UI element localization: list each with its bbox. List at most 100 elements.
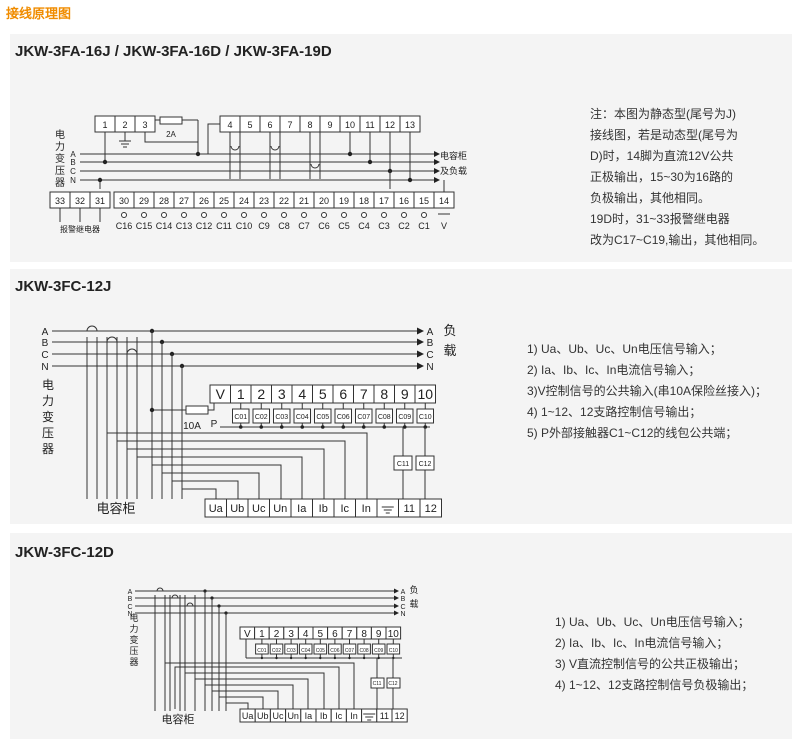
terminal-label: 9	[401, 386, 409, 402]
terminal-ring	[161, 212, 167, 218]
note-line: 负极输出，其他相同。	[590, 191, 711, 205]
arrow-icon	[417, 362, 424, 370]
arrow-icon	[394, 588, 399, 594]
terminal-label: Ib	[320, 711, 328, 721]
terminal-label: 28	[159, 196, 169, 206]
capacitor-label: C14	[156, 221, 173, 231]
arrow-icon	[434, 159, 440, 165]
junction-dot	[300, 425, 305, 429]
coil-label: C01	[257, 648, 266, 654]
notes-3fa: 注：本图为静态型(尾号为J) 接线图，若是动态型(尾号为 D)时，14脚为直流1…	[590, 104, 764, 251]
terminal-label: Ia	[297, 503, 307, 515]
wire	[136, 456, 303, 499]
wire	[211, 690, 279, 709]
load-label: 载	[409, 598, 418, 609]
load-label: 及负载	[440, 165, 467, 176]
capacitor-label: C10	[236, 221, 253, 231]
source-label: 电	[42, 378, 54, 392]
phase-label: N	[127, 611, 132, 618]
capacitor-label: C5	[338, 221, 350, 231]
junction-dot	[341, 425, 346, 429]
wire	[164, 662, 355, 709]
junction-dot	[97, 177, 103, 183]
terminal-ring	[121, 212, 127, 218]
note-line: 5) P外部接触器C1~C12的线包公共端；	[527, 426, 738, 440]
terminal-label: V	[244, 629, 251, 640]
note-line: 19D时，31~33报警继电器	[590, 212, 730, 226]
terminal-label: 1	[102, 120, 107, 130]
coil-label: C10	[419, 414, 432, 421]
coil-label: C02	[255, 414, 268, 421]
terminal-label: 2	[274, 629, 280, 640]
terminal-label: 26	[199, 196, 209, 206]
terminal-label: 10	[417, 386, 433, 402]
fuse-label: 10A	[183, 421, 201, 432]
terminal-label: Ua	[242, 711, 254, 721]
terminal-label: Ua	[209, 503, 224, 515]
arrow-icon	[394, 603, 399, 609]
terminal-label: 12	[385, 120, 395, 130]
wire	[225, 702, 249, 709]
junction-dot	[382, 425, 387, 429]
terminal-label: 13	[405, 120, 415, 130]
terminal-ring	[201, 212, 207, 218]
source-label: 电	[129, 612, 138, 623]
phase-label: B	[128, 596, 133, 603]
terminal-label: 6	[332, 629, 338, 640]
wire	[194, 678, 309, 709]
arrow-icon	[417, 327, 424, 335]
note-line: 4) 1~12、12支路控制信号输出；	[527, 405, 702, 419]
junction-dot	[367, 159, 373, 165]
wire	[207, 123, 220, 154]
phase-label: N	[400, 611, 405, 618]
terminal-label: 18	[359, 196, 369, 206]
section-title: JKW-3FC-12J	[15, 278, 112, 295]
terminal-label: In	[362, 503, 371, 515]
phase-label: A	[42, 327, 49, 338]
coil-label: C07	[345, 648, 354, 654]
terminal-label: 12	[395, 711, 405, 721]
notes-3fc-12j: 1) Ua、Ub、Uc、Un电压信号输入； 2) Ia、Ib、Ic、In电流信号…	[527, 339, 767, 444]
arrow-icon	[417, 350, 424, 358]
coil-label: C12	[419, 461, 432, 468]
load-label: 负	[409, 584, 418, 595]
junction-dot	[319, 656, 322, 660]
terminal-label: Ib	[319, 503, 328, 515]
terminal-label: 33	[55, 196, 65, 206]
phase-label: C	[426, 350, 433, 361]
coil-label: C03	[275, 414, 288, 421]
terminal-label: 12	[425, 503, 437, 515]
junction-dot	[279, 425, 284, 429]
coil-label: C11	[397, 461, 409, 468]
coil-label: C05	[316, 414, 329, 421]
terminal-label: 4	[227, 120, 232, 130]
terminal-label: 29	[139, 196, 149, 206]
terminal-label: 8	[361, 629, 367, 640]
source-label: 器	[55, 177, 65, 189]
terminal-label: 8	[307, 120, 312, 130]
junction-dot	[149, 407, 155, 413]
coil-label: C09	[374, 648, 383, 654]
terminal-label: 2	[122, 120, 127, 130]
phase-label: B	[427, 338, 434, 349]
current-transformer-icon	[270, 145, 280, 151]
terminal-label: In	[350, 711, 358, 721]
coil-label: C10	[389, 648, 398, 654]
source-label: 压	[42, 426, 54, 440]
terminal-label: 3	[142, 120, 147, 130]
current-transformer-icon	[310, 163, 320, 169]
current-transformer-icon	[126, 348, 138, 355]
terminal-label: 3	[288, 629, 294, 640]
section-title: JKW-3FA-16J / JKW-3FA-16D / JKW-3FA-19D	[15, 43, 332, 60]
terminal-ring	[381, 212, 387, 218]
note-line: 1) Ua、Ub、Uc、Un电压信号输入；	[555, 615, 750, 629]
terminal-ring	[401, 212, 407, 218]
junction-dot	[289, 656, 293, 660]
coil-label: C11	[373, 681, 382, 687]
note-line: D)时，14脚为直流12V公共	[590, 149, 734, 163]
terminal-label: 8	[380, 386, 388, 402]
terminal-ring	[281, 212, 287, 218]
wire	[116, 440, 346, 499]
coil-label: C05	[316, 648, 325, 654]
